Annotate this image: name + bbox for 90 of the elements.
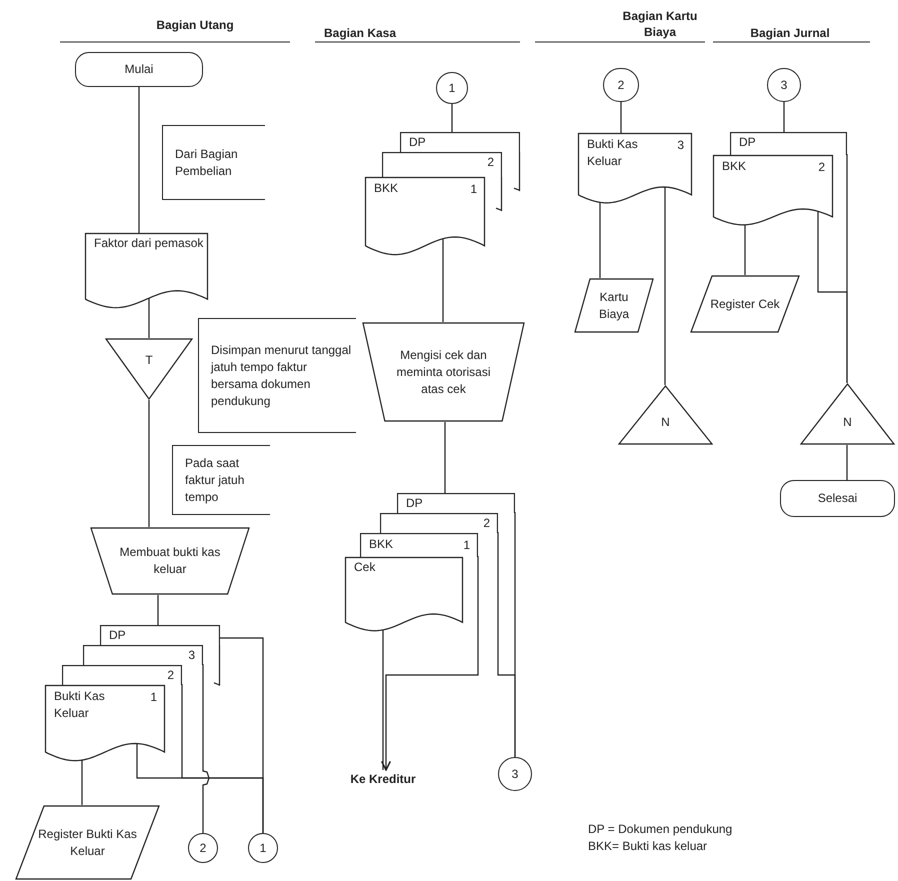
copy-number: 2 xyxy=(167,667,174,684)
copy-number: 1 xyxy=(470,181,477,198)
connector-line xyxy=(620,102,622,133)
document-symbol xyxy=(62,665,182,685)
annotation-bracket xyxy=(172,445,270,515)
document-symbol xyxy=(380,513,498,533)
copy-number: 3 xyxy=(188,647,195,664)
document-symbol xyxy=(730,132,847,155)
connector-line xyxy=(599,202,601,278)
connector-line xyxy=(81,760,83,805)
node-label: 3 xyxy=(512,766,518,782)
connector-line xyxy=(846,153,848,383)
copy-number: 1 xyxy=(463,537,470,554)
node-label: T xyxy=(145,352,153,369)
node-label: Pada saat faktur jatuh tempo xyxy=(185,454,246,506)
node-label: Register Bukti Kas Keluar xyxy=(37,826,138,860)
storage-triangle xyxy=(800,383,895,445)
copy-number: 2 xyxy=(818,159,825,176)
node-label: Mulai xyxy=(124,61,154,78)
abbreviation-note: DP = Dokumen pendukung xyxy=(588,821,732,838)
lane-heading: Bagian Kasa xyxy=(322,25,398,42)
document-symbol xyxy=(382,152,502,177)
node-label: N xyxy=(843,414,852,431)
annotation-bracket xyxy=(198,318,356,433)
lane-heading: Bagian Utang xyxy=(155,17,235,34)
node-label: 2 xyxy=(618,76,624,94)
connector-line xyxy=(444,422,446,493)
manual-input-shape xyxy=(690,275,800,333)
connector-line xyxy=(442,238,444,322)
document-label: Bukti Kas Keluar xyxy=(54,688,106,722)
document-label: DP xyxy=(739,134,756,151)
document-label: Faktor dari pemasok xyxy=(94,235,204,252)
connector-line xyxy=(783,102,785,132)
connector-line xyxy=(382,630,384,770)
document-label: BKK xyxy=(369,536,394,553)
destination-label: Ke Kreditur xyxy=(338,770,428,790)
flow-arrow xyxy=(380,555,479,771)
connector-line xyxy=(744,224,746,275)
manual-operation-shape xyxy=(90,527,250,595)
copy-number: 3 xyxy=(677,137,684,154)
manual-input-shape xyxy=(15,805,160,880)
node-label: 1 xyxy=(448,80,456,96)
document-symbol xyxy=(83,645,203,665)
manual-operation-shape xyxy=(362,322,525,422)
connector-line xyxy=(514,511,516,757)
document-symbol xyxy=(400,132,520,152)
node-label: Membuat bukti kas keluar xyxy=(118,544,222,578)
document-symbol xyxy=(397,493,515,513)
document-symbol xyxy=(100,625,220,645)
document-label: DP xyxy=(406,495,423,512)
document-label: Bukti Kas Keluar xyxy=(587,136,639,170)
connector-line xyxy=(148,400,150,527)
connector-line xyxy=(148,298,150,338)
storage-triangle xyxy=(105,338,193,400)
document-symbol xyxy=(578,133,692,205)
node-label: 3 xyxy=(780,76,788,94)
copy-number: 1 xyxy=(150,689,157,706)
node-label: Selesai xyxy=(818,490,858,507)
node-label: Disimpan menurut tanggal jatuh tempo faktur bersama dokumen pendukung xyxy=(211,342,352,410)
node-label: Dari Bagian Pembelian xyxy=(175,146,239,180)
connector-line xyxy=(664,187,666,385)
storage-triangle xyxy=(618,385,713,445)
connector-line xyxy=(202,663,210,833)
connector-line xyxy=(157,595,159,625)
document-label: BKK xyxy=(722,158,748,175)
node-label: Mengisi cek dan meminta otorisasi atas cek xyxy=(395,346,492,398)
connector-line xyxy=(138,87,140,233)
terminator-shape xyxy=(75,52,203,87)
copy-number: 2 xyxy=(487,154,494,171)
document-label: Cek xyxy=(354,559,376,576)
terminator-shape xyxy=(780,480,895,517)
connector-line xyxy=(136,744,264,833)
lane-heading: Bagian Kartu Biaya xyxy=(622,8,698,40)
annotation-bracket xyxy=(162,125,265,200)
document-symbol xyxy=(85,233,208,310)
document-label: DP xyxy=(109,627,126,644)
node-label: N xyxy=(661,414,670,431)
node-label: Register Cek xyxy=(710,296,780,312)
connector-line xyxy=(451,104,453,132)
abbreviation-note: BKK= Bukti kas keluar xyxy=(588,838,708,855)
node-label: 1 xyxy=(260,840,266,856)
node-label: 2 xyxy=(200,840,206,856)
connector-line xyxy=(846,445,848,480)
document-label: BKK xyxy=(374,180,400,197)
copy-number: 2 xyxy=(483,515,490,532)
manual-input-shape xyxy=(574,278,654,333)
lane-heading: Bagian Jurnal xyxy=(749,25,831,42)
document-label: DP xyxy=(409,134,426,151)
document-symbol xyxy=(360,533,478,557)
node-label: Kartu Biaya xyxy=(598,288,630,322)
